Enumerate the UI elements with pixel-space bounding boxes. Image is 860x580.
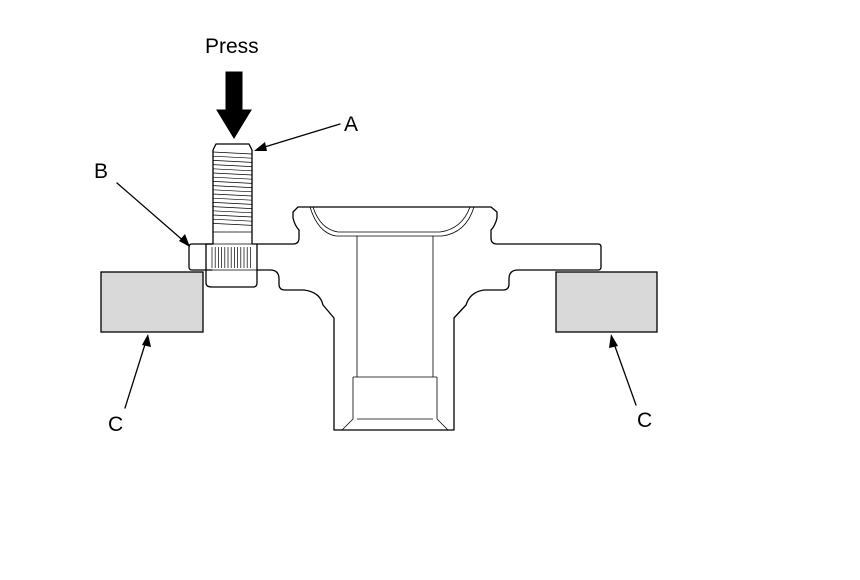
leader-a [254, 123, 341, 151]
thread-line [212, 202, 253, 205]
label-c-left: C [108, 413, 123, 436]
wheel-hub [188, 206, 602, 431]
thread-line [212, 181, 253, 184]
thread-line [212, 168, 253, 172]
thread-line [212, 206, 253, 209]
thread-line [212, 160, 253, 163]
thread-line [212, 155, 253, 159]
support-block-left [100, 271, 204, 333]
thread-line [212, 189, 253, 193]
thread-line [212, 223, 253, 226]
leader-c-right [609, 334, 637, 406]
thread-line [212, 172, 253, 176]
thread-line [212, 214, 253, 218]
label-b: B [94, 160, 108, 183]
stud-threads [212, 151, 253, 226]
support-block-right [555, 271, 658, 333]
thread-line [212, 193, 253, 197]
thread-line [212, 197, 253, 201]
wheel-stud [205, 143, 258, 288]
thread-line [212, 151, 253, 155]
arrow-down-icon [216, 71, 252, 139]
thread-line [212, 218, 253, 222]
thread-line [212, 176, 253, 180]
label-c-right: C [637, 409, 652, 432]
thread-line [212, 185, 253, 188]
leader-b [116, 182, 190, 247]
thread-line [212, 164, 253, 167]
press-label: Press [205, 35, 259, 58]
leader-c-left [124, 334, 151, 409]
stud-splines [211, 247, 251, 268]
thread-line [212, 210, 253, 214]
label-a: A [344, 113, 358, 136]
